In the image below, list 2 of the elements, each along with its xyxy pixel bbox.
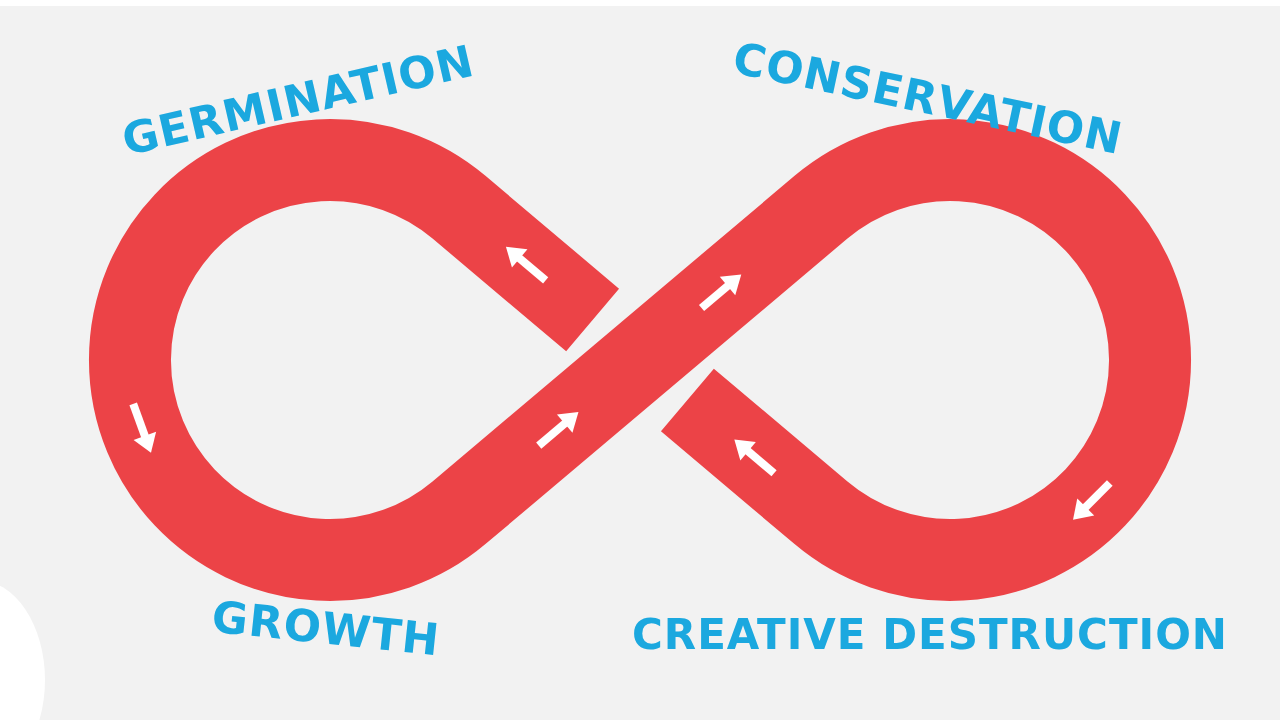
stage-label: GROWTH [209,590,443,666]
stage-label: CREATIVE DESTRUCTION [632,609,1228,659]
